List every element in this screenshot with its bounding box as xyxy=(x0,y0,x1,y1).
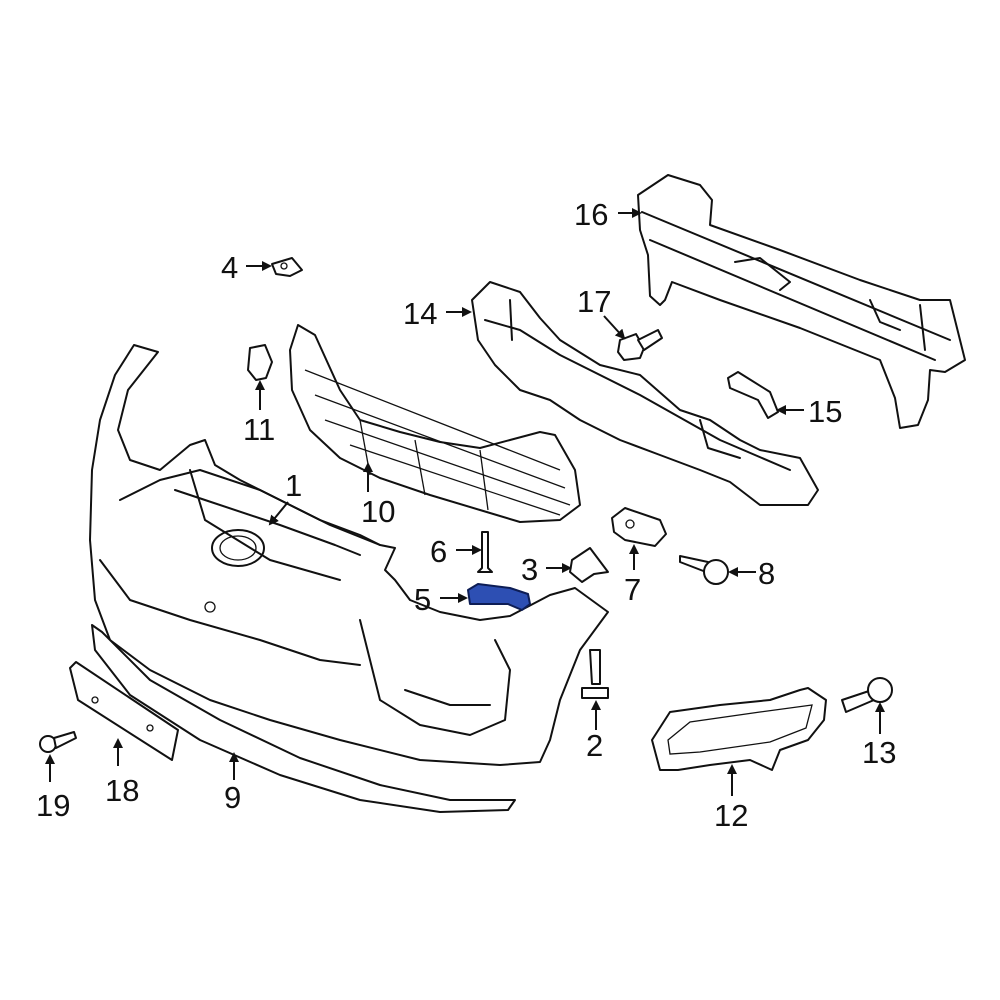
part-2-bolt xyxy=(581,649,609,699)
callout-label-16: 16 xyxy=(574,197,608,232)
callout-label-17: 17 xyxy=(577,284,611,319)
callout-labels: 1 2 3 4 5 6 7 8 9 10 11 12 13 14 15 16 1… xyxy=(36,197,896,833)
callout-label-13: 13 xyxy=(862,735,896,770)
arrow-17 xyxy=(603,315,626,340)
callout-label-14: 14 xyxy=(403,296,437,331)
part-7-bracket xyxy=(611,507,667,547)
part-10-lower-grille xyxy=(289,324,581,523)
part-5-bracket-highlighted xyxy=(467,583,531,611)
part-8-screw xyxy=(679,555,729,585)
callout-label-11: 11 xyxy=(243,412,275,447)
part-17-bolt xyxy=(617,329,663,361)
callout-arrows xyxy=(45,208,885,796)
part-14-energy-absorber xyxy=(471,281,819,506)
part-11-clip xyxy=(247,344,273,381)
callout-label-10: 10 xyxy=(361,494,395,529)
callout-label-3: 3 xyxy=(521,552,538,587)
part-18-license-plate-bracket xyxy=(69,661,179,761)
callout-label-15: 15 xyxy=(808,394,842,429)
callout-label-1: 1 xyxy=(285,468,302,503)
part-19-screw xyxy=(39,731,77,753)
part-1-bumper-cover xyxy=(89,344,609,766)
part-15-bracket xyxy=(727,371,779,419)
arrow-1 xyxy=(268,501,289,526)
callout-label-19: 19 xyxy=(36,788,70,823)
callout-label-6: 6 xyxy=(430,534,447,569)
part-9-lower-molding xyxy=(91,624,516,813)
part-12-fog-lamp-bezel xyxy=(651,687,827,771)
part-3-retainer xyxy=(569,547,609,583)
callout-label-4: 4 xyxy=(221,250,238,285)
callout-label-5: 5 xyxy=(414,582,431,617)
callout-label-2: 2 xyxy=(586,728,603,763)
callout-label-12: 12 xyxy=(714,798,748,833)
part-4-clip xyxy=(271,257,303,277)
callout-label-18: 18 xyxy=(105,773,139,808)
part-6-pin xyxy=(477,531,493,573)
callout-label-7: 7 xyxy=(624,572,641,607)
callout-label-9: 9 xyxy=(224,780,241,815)
callout-label-8: 8 xyxy=(758,556,775,591)
part-16-bumper-reinforcement xyxy=(637,174,966,429)
part-13-screw xyxy=(841,677,893,713)
